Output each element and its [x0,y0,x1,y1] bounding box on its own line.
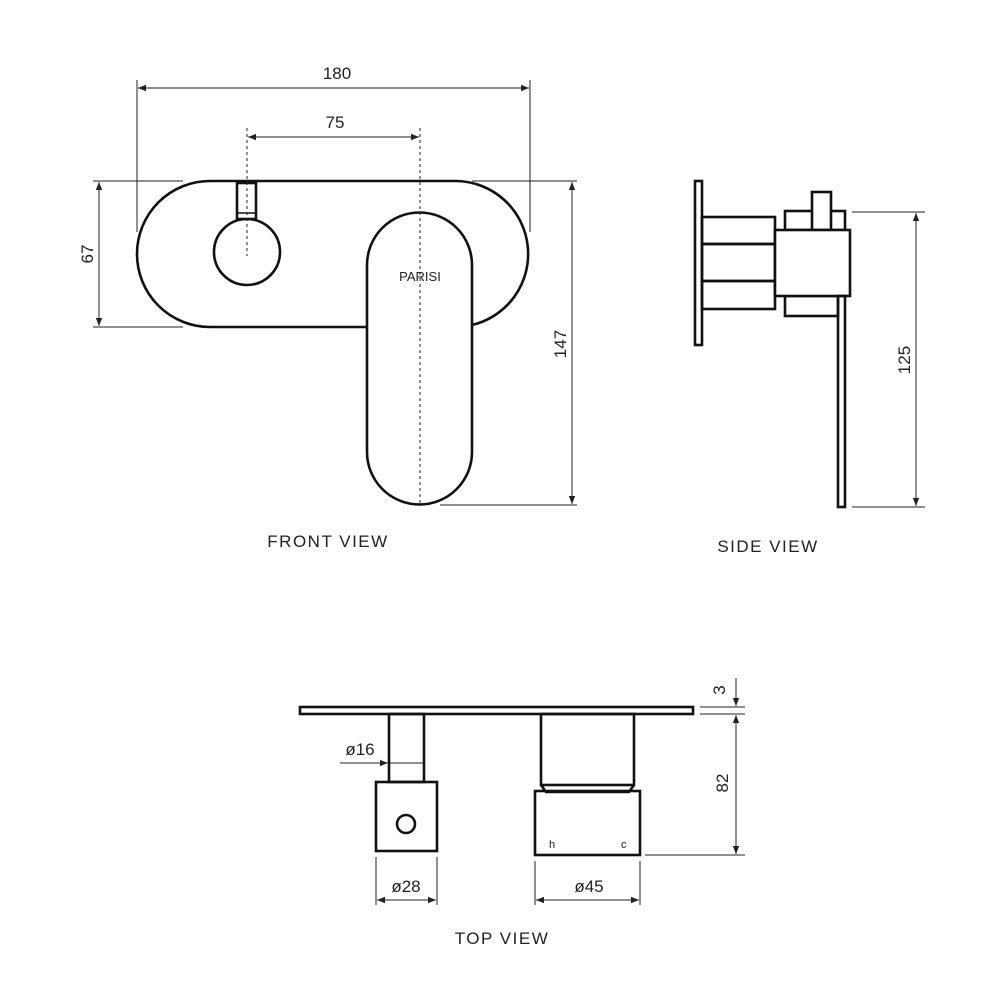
brand-logo: PARISI [399,269,441,284]
dim-body: ø45 [574,877,603,896]
lever-side [836,294,847,509]
diverter-knob [212,217,282,287]
dim-plate-thickness: 3 [710,685,729,694]
cold-mark: c [621,839,627,851]
dim-depth: 82 [713,774,732,793]
side-view-label: SIDE VIEW [717,537,818,556]
top-view-label: TOP VIEW [455,929,550,948]
dim-spacing: 75 [326,113,345,132]
mixer-body-top [533,789,642,857]
dim-plate-height: 67 [78,245,97,264]
dim-knob: ø28 [391,877,420,896]
top-plate [298,705,695,716]
spindle-stub [810,190,833,232]
cover-plate [135,179,530,329]
dim-width: 180 [323,64,351,83]
diverter-knob-top [374,780,439,853]
top-view: h c 3 82 ø16 ø28 ø45 TOP VIEW [298,678,745,948]
lever-handle [365,211,474,506]
mixer-body [773,228,852,298]
dim-total-height: 147 [551,330,570,358]
hot-mark: h [549,839,555,851]
front-view: PARISI 180 75 67 147 FRONT VIEW [78,64,577,551]
dim-stem: ø16 [345,740,374,759]
dim-side-height: 125 [895,346,914,374]
side-view: 125 SIDE VIEW [693,179,925,556]
front-view-label: FRONT VIEW [267,532,388,551]
